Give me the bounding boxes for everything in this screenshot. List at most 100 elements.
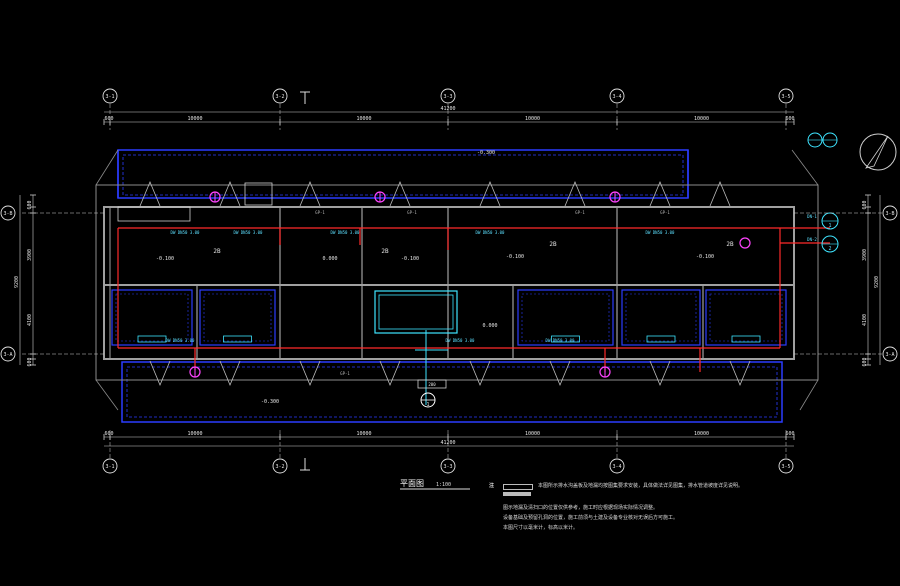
window-mark-bottom-6 <box>549 360 571 387</box>
room-mark-1: 2B <box>213 248 221 255</box>
pipe-tag-2: DW DN50 3.00 <box>234 230 263 235</box>
pipe-tag-8: DW DN50 3.00 <box>546 338 575 343</box>
axis-bubble-bottom-5 <box>778 458 794 474</box>
room-mark-2: 2B <box>381 248 389 255</box>
axis-label-top-5: 3-5 <box>781 94 790 100</box>
axis-label-bottom-5: 3-5 <box>781 464 790 470</box>
pipe-tag-7: DW DN50 3.00 <box>446 338 475 343</box>
cubicle-block-1 <box>111 289 193 346</box>
shell-chamfer-br <box>799 379 819 411</box>
note-1: 本图所示排水沟盖板及地漏均按图集要求安装，具体做法详见图集，排水管道坡度详见说明… <box>538 483 744 489</box>
north-arrow <box>865 135 889 169</box>
dim-right-upper: 3900 <box>862 249 868 261</box>
axis-label-right-2: 3-A <box>885 352 894 358</box>
cubicle-inner-3 <box>521 293 610 342</box>
window-mark-bottom-7 <box>649 360 671 387</box>
riser-tag-2: DN-2 <box>807 237 817 242</box>
window-mark-top-3 <box>299 180 321 207</box>
elevation-room3: -0.100 <box>401 256 419 262</box>
gp-tag-1: GP-1 <box>315 210 325 215</box>
shell-chamfer-tl <box>95 149 119 186</box>
perimeter-outline-top <box>117 149 689 199</box>
elevation-room5: -0.100 <box>696 254 714 260</box>
dim-top-total: 41200 <box>440 106 455 112</box>
dim-right-lower: 4100 <box>862 314 868 326</box>
dim-right-edge-top: 600 <box>862 200 868 209</box>
axis-bubble-left-1 <box>0 205 16 221</box>
axis-bubble-top-3 <box>440 88 456 104</box>
window-mark-bottom-3 <box>299 360 321 387</box>
main-wall <box>103 206 795 360</box>
cubicle-block-5 <box>705 289 787 346</box>
axis-label-bottom-1: 3-1 <box>105 464 114 470</box>
dim-bottom-bay-2: 10000 <box>356 431 371 437</box>
gp-tag-2: GP-1 <box>407 210 417 215</box>
axis-label-top-4: 3-4 <box>612 94 621 100</box>
cubicle-inner-4 <box>625 293 697 342</box>
cubicle-inner-2 <box>203 293 272 342</box>
axis-bubble-bottom-2 <box>272 458 288 474</box>
axis-bubble-left-2 <box>0 346 16 362</box>
pipe-tag-5: DW DN50 3.00 <box>646 230 675 235</box>
window-mark-bottom-2 <box>219 360 241 387</box>
dim-top-bay-2: 10000 <box>356 116 371 122</box>
window-mark-bottom-1 <box>149 360 171 387</box>
dim-left-lower: 4100 <box>27 314 33 326</box>
elevation-pool: 0.000 <box>482 323 497 329</box>
axis-label-bottom-3: 3-3 <box>443 464 452 470</box>
stair-block <box>244 182 273 206</box>
dim-bottom-bay-3: 10000 <box>525 431 540 437</box>
window-mark-bottom-4 <box>379 360 401 387</box>
gp-tag-5: GP-1 <box>340 371 350 376</box>
riser-tag-1: DN-1 <box>807 214 817 219</box>
riser-circle-number-1: 1 <box>828 223 831 229</box>
pipe-tag-1: DW DN50 3.00 <box>171 230 200 235</box>
annotations: DW DN50 3.00 DW DN50 3.00 DW DN50 3.00 DW D… <box>156 150 734 490</box>
axis-bubble-top-5 <box>778 88 794 104</box>
notes-header: 注 <box>489 483 495 489</box>
shell-chamfer-bl <box>95 379 119 411</box>
riser-detail-number: 1 <box>426 402 429 408</box>
dim-top-right-edge: 600 <box>785 116 794 122</box>
dim-bottom-bay-1: 10000 <box>187 431 202 437</box>
pool-inner <box>378 294 454 330</box>
axis-bubble-top-2 <box>272 88 288 104</box>
dim-left-total: 9200 <box>14 276 20 288</box>
elevation-room4: -0.100 <box>506 254 524 260</box>
axis-label-left-1: 3-B <box>3 211 12 217</box>
elevation-room1: -0.100 <box>156 256 174 262</box>
cubicle-inner-1 <box>115 293 189 342</box>
dim-left-edge-bottom: 600 <box>27 357 33 366</box>
window-mark-top-2 <box>219 180 241 207</box>
window-mark-bottom-8 <box>729 360 751 387</box>
pipe-tag-4: DW DN50 3.00 <box>476 230 505 235</box>
floor-drain-6 <box>739 237 751 249</box>
gp-tag-4: GP-1 <box>660 210 670 215</box>
walls <box>95 149 819 411</box>
axis-bubble-right-1 <box>882 205 898 221</box>
window-mark-top-1 <box>139 180 161 207</box>
perimeter-outline <box>117 149 783 423</box>
cubicle-block-2 <box>199 289 276 346</box>
axis-bubble-top-4 <box>609 88 625 104</box>
window-mark-top-7 <box>649 180 671 207</box>
window-mark-top-6 <box>564 180 586 207</box>
drain-pipes: 1 1 DN-1 2 DN-2 <box>117 132 839 408</box>
window-mark-top-5 <box>479 180 501 207</box>
equipment-block <box>117 206 191 222</box>
room-mark-3: 2B <box>549 241 557 248</box>
perimeter-outline-bottom <box>121 361 783 423</box>
axis-bubble-bottom-3 <box>440 458 456 474</box>
elevation-bottom-outside: -0.300 <box>261 399 279 405</box>
note-3: 设备基础及预留孔洞的位置，施工前须与土建及设备专业核对无误后方可施工。 <box>503 515 679 521</box>
axis-label-left-2: 3-A <box>3 352 12 358</box>
drawing-scale: 1:100 <box>436 482 452 488</box>
axis-label-top-1: 3-1 <box>105 94 114 100</box>
note-4: 本图尺寸以毫米计，标高以米计。 <box>503 525 579 531</box>
cubicle-block-4 <box>621 289 701 346</box>
pipe-tag-6: DW DN50 3.00 <box>166 338 195 343</box>
axis-bubble-bottom-1 <box>102 458 118 474</box>
riser-circle-number-2: 2 <box>828 246 831 252</box>
marker-plate-box <box>417 379 447 389</box>
